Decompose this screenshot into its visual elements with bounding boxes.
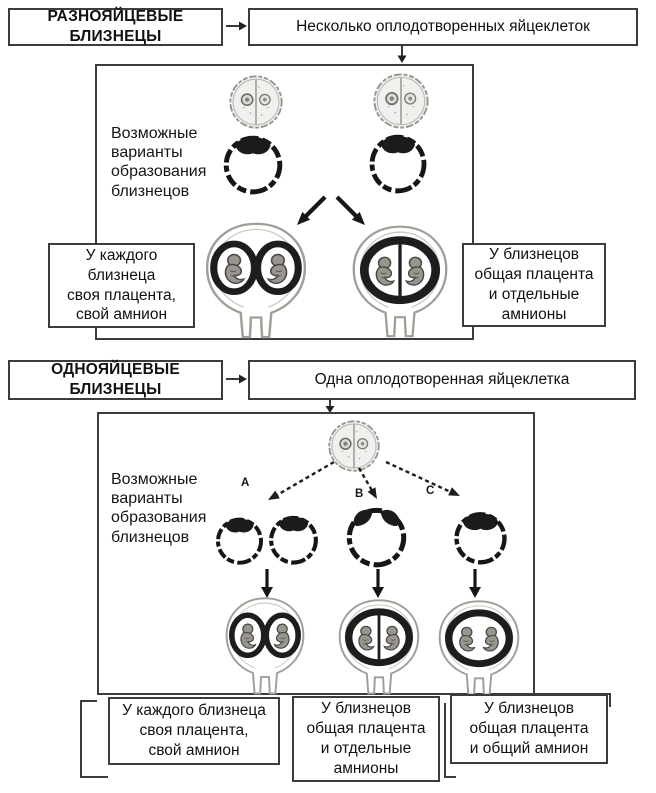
down-arrow bbox=[261, 569, 273, 598]
fraternal-outcome-left: У каждого близнеца своя плацента, свой а… bbox=[67, 246, 176, 324]
connector-line bbox=[444, 776, 456, 778]
identical-panel-label: Возможные варианты образования близнецов bbox=[111, 471, 207, 546]
fraternal-twins-title: РАЗНОЯЙЦЕВЫЕ БЛИЗНЕЦЫ bbox=[47, 8, 184, 45]
identical-variants-panel: A B C Возможные варианты образования бли… bbox=[97, 412, 535, 695]
uterus-shared-placenta-common-amnion-figure bbox=[434, 599, 524, 696]
fraternal-subtitle-box: Несколько оплодотворенных яйцеклеток bbox=[248, 8, 638, 46]
fertilized-egg-figure bbox=[229, 75, 283, 129]
identical-outcome-c-box: У близнецов общая плацента и общий амнио… bbox=[450, 694, 608, 764]
connector-line bbox=[80, 776, 108, 778]
fraternal-variants-panel: Возможные варианты образования близнецов bbox=[95, 64, 474, 340]
blastocyst-common-mass-figure bbox=[451, 507, 510, 566]
identical-twins-title-box: ОДНОЯЙЦЕВЫЕ БЛИЗНЕЦЫ bbox=[8, 360, 223, 400]
identical-outcome-a: У каждого близнеца своя плацента, свой а… bbox=[122, 702, 266, 759]
blastocyst-figure bbox=[366, 129, 430, 195]
identical-outcome-a-box: У каждого близнеца своя плацента, свой а… bbox=[108, 697, 280, 765]
variant-label-b: B bbox=[355, 488, 364, 500]
fraternal-twins-title-box: РАЗНОЯЙЦЕВЫЕ БЛИЗНЕЦЫ bbox=[8, 8, 223, 46]
fraternal-panel-label: Возможные варианты образования близнецов bbox=[111, 125, 207, 200]
identical-twins-title: ОДНОЯЙЦЕВЫЕ БЛИЗНЕЦЫ bbox=[51, 361, 180, 398]
blastocyst-figure bbox=[213, 513, 266, 566]
identical-outcome-b-box: У близнецов общая плацента и отдельные а… bbox=[292, 696, 440, 782]
connector-line bbox=[444, 703, 446, 778]
connector-line bbox=[80, 700, 97, 702]
down-arrow bbox=[372, 569, 384, 598]
identical-outcome-c: У близнецов общая плацента и общий амнио… bbox=[469, 700, 589, 757]
connector-line bbox=[609, 693, 611, 707]
variant-label-a: A bbox=[241, 477, 250, 489]
uterus-shared-placenta-separate-amnions-figure bbox=[334, 598, 424, 695]
right-arrow bbox=[226, 21, 247, 31]
down-arrow bbox=[325, 400, 335, 413]
identical-outcome-b: У близнецов общая плацента и отдельные а… bbox=[306, 700, 426, 777]
fraternal-outcome-right-box: У близнецов общая плацента и отдельные а… bbox=[462, 243, 606, 327]
right-arrow bbox=[226, 374, 247, 384]
diverging-arrows bbox=[297, 195, 365, 225]
fraternal-outcome-right: У близнецов общая плацента и отдельные а… bbox=[474, 246, 594, 323]
connector-line bbox=[80, 700, 82, 778]
blastocyst-figure bbox=[266, 511, 321, 566]
variant-label-c: C bbox=[426, 485, 435, 497]
identical-subtitle: Одна оплодотворенная яйцеклетка bbox=[314, 371, 570, 389]
down-arrow bbox=[469, 569, 481, 598]
blastocyst-two-masses-figure bbox=[343, 502, 410, 569]
down-arrow bbox=[397, 46, 407, 63]
variant-dashed-arrows bbox=[268, 460, 460, 500]
blastocyst-figure bbox=[220, 130, 286, 196]
fertilized-egg-figure bbox=[373, 73, 429, 129]
uterus-separate-placentas-figure bbox=[221, 596, 309, 695]
identical-subtitle-box: Одна оплодотворенная яйцеклетка bbox=[248, 360, 636, 400]
fraternal-outcome-left-box: У каждого близнеца своя плацента, свой а… bbox=[48, 243, 195, 328]
uterus-shared-placenta-separate-amnions-figure bbox=[347, 224, 453, 338]
uterus-separate-placentas-figure bbox=[200, 221, 312, 339]
fraternal-subtitle: Несколько оплодотворенных яйцеклеток bbox=[296, 18, 590, 36]
